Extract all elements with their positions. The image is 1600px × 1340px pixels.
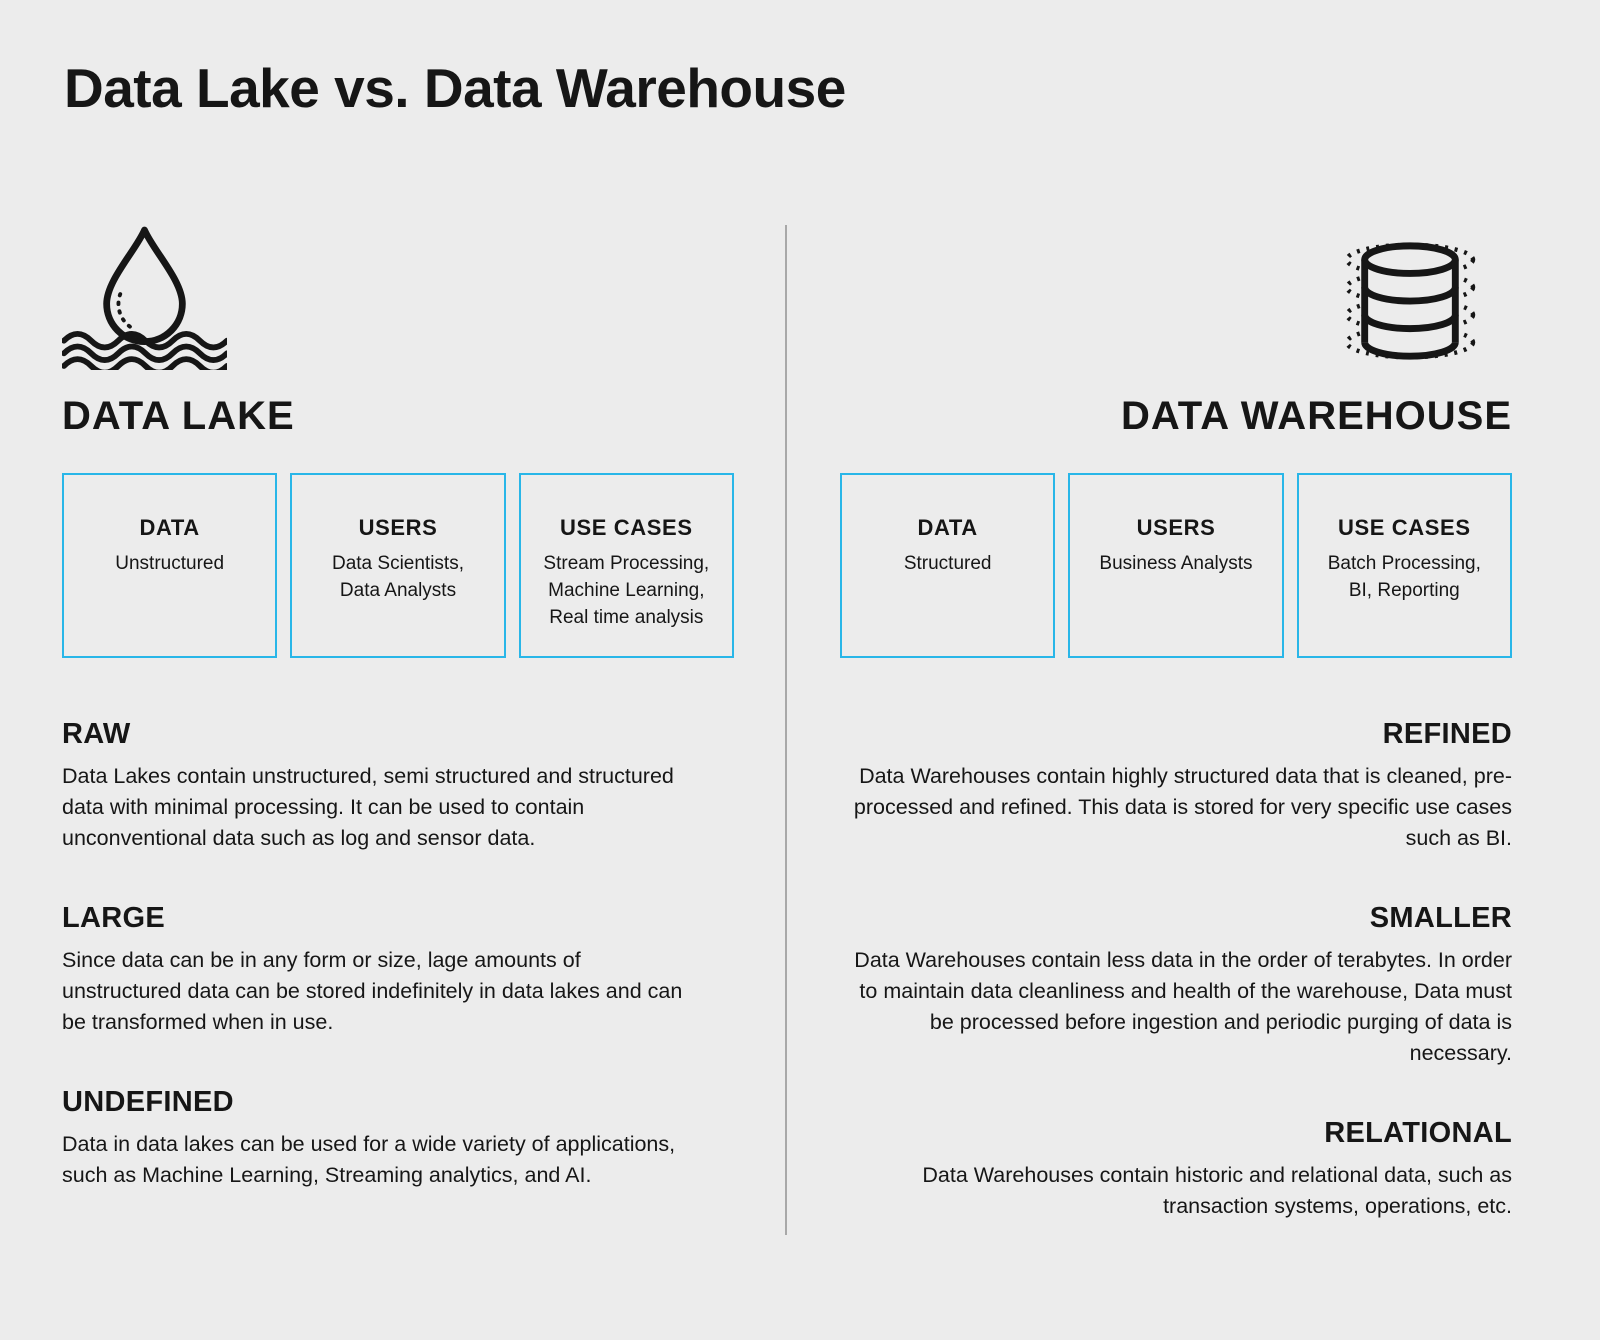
box-title: USERS [1136,515,1216,540]
section-large: LARGE Since data can be in any form or s… [62,902,734,1038]
section-body: Data Warehouses contain less data in the… [854,948,1512,1065]
data-lake-data-box: DATA Unstructured [62,473,278,658]
section-body: Since data can be in any form or size, l… [62,948,683,1034]
box-title: USERS [358,515,438,540]
section-heading: LARGE [62,902,165,934]
box-desc: Batch Processing, BI, Reporting [1327,553,1481,601]
section-body: Data Warehouses contain historic and rel… [922,1163,1512,1218]
database-icon [1344,242,1476,360]
data-lake-attribute-boxes: DATA Unstructured USERS Data Scientists,… [62,473,734,658]
box-desc: Structured [903,553,992,574]
data-warehouse-data-box: DATA Structured [840,473,1056,658]
box-desc: Unstructured [115,553,225,574]
data-lake-column: DATA LAKE DATA Unstructured USERS Data S… [62,222,734,1239]
data-lake-users-box: USERS Data Scientists, Data Analysts [290,473,506,658]
data-lake-icon-wrap [62,222,734,370]
data-warehouse-users-box: USERS Business Analysts [1068,473,1284,658]
section-body: Data Lakes contain unstructured, semi st… [62,764,674,850]
column-divider [785,225,787,1235]
section-body: Data in data lakes can be used for a wid… [62,1132,676,1187]
box-title: DATA [139,515,200,540]
data-lake-sections: RAW Data Lakes contain unstructured, sem… [62,718,734,1191]
data-warehouse-column: DATA WAREHOUSE DATA Structured USERS Bus… [840,222,1512,1270]
data-warehouse-attribute-boxes: DATA Structured USERS Business Analysts … [840,473,1512,658]
section-raw: RAW Data Lakes contain unstructured, sem… [62,718,734,854]
section-heading: REFINED [1382,718,1512,750]
data-lake-heading: DATA LAKE [62,394,295,438]
section-heading: SMALLER [1369,902,1512,934]
data-warehouse-usecases-box: USE CASES Batch Processing, BI, Reportin… [1296,473,1512,658]
section-smaller: SMALLER Data Warehouses contain less dat… [840,902,1512,1069]
section-relational: RELATIONAL Data Warehouses contain histo… [840,1117,1512,1222]
section-body: Data Warehouses contain highly structure… [853,764,1512,850]
section-heading: RAW [62,718,131,750]
section-refined: REFINED Data Warehouses contain highly s… [840,718,1512,854]
box-title: USE CASES [1338,515,1471,540]
data-warehouse-heading: DATA WAREHOUSE [1120,394,1512,438]
water-drop-waves-icon [62,226,227,370]
data-lake-usecases-box: USE CASES Stream Processing, Machine Lea… [518,473,734,658]
page-title: Data Lake vs. Data Warehouse [64,57,846,119]
box-title: DATA [917,515,978,540]
data-warehouse-sections: REFINED Data Warehouses contain highly s… [840,718,1512,1222]
box-title: USE CASES [560,515,693,540]
box-desc: Business Analysts [1099,553,1253,574]
data-warehouse-icon-wrap [840,222,1512,370]
box-desc: Stream Processing, Machine Learning, Rea… [543,553,710,628]
section-undefined: UNDEFINED Data in data lakes can be used… [62,1086,734,1191]
section-heading: RELATIONAL [1324,1117,1512,1149]
box-desc: Data Scientists, Data Analysts [331,553,464,601]
section-heading: UNDEFINED [62,1086,234,1118]
